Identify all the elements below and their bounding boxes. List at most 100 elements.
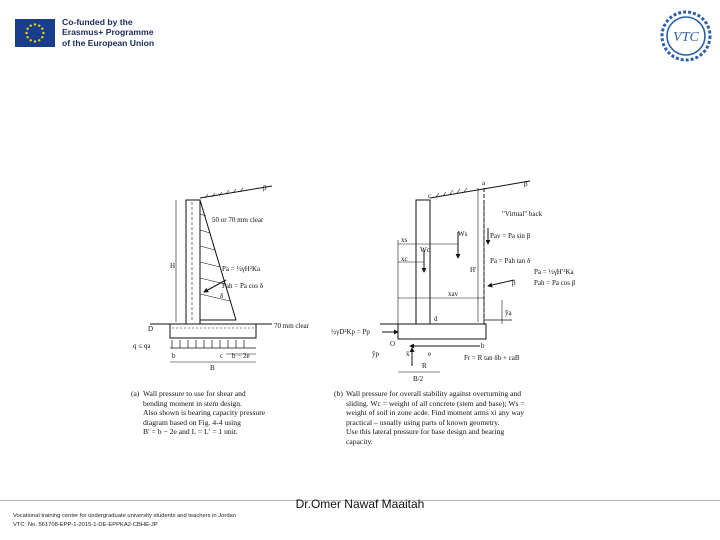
eu-star-icon — [38, 24, 41, 27]
eu-line-1: Co-funded by the — [62, 17, 133, 27]
beta-label-b: β — [524, 180, 528, 188]
delta-label-a: δ — [220, 292, 224, 300]
pressure-triangle-a — [199, 199, 237, 321]
footer-line-2: VTC: No. 561708-EPP-1-2015-1-DE-EPPKA2-C… — [13, 522, 158, 528]
ya-label: ȳa — [505, 309, 513, 317]
xc-label: xc — [401, 255, 408, 263]
eu-star-icon — [41, 36, 44, 39]
eu-stars — [25, 23, 45, 43]
bhalf-label: B/2 — [413, 375, 424, 383]
backfill-hatch-b — [435, 187, 468, 198]
figure-a — [150, 185, 273, 363]
pah-label-a: Pah = Pa cos δ — [222, 282, 264, 290]
eu-star-icon — [33, 23, 37, 26]
pa-label-a: Pa = ½γH²Ka — [222, 265, 261, 273]
eu-star-icon — [25, 31, 28, 35]
caption-b: (b)Wall pressure for overall stability a… — [334, 389, 566, 447]
vtc-inner-circle — [666, 16, 706, 56]
pav-label: Pav = Pa sin β — [490, 232, 531, 240]
base-slab-b — [397, 323, 487, 340]
e-label-b: e — [428, 350, 431, 358]
h-label-a: H — [170, 262, 175, 270]
yp-label: ȳp — [372, 350, 380, 358]
ws-label: Ws — [458, 230, 468, 238]
virtual-back-label: "Virtual" back — [502, 210, 543, 218]
b-label-b: b — [481, 342, 485, 350]
xs-label: xs — [401, 236, 408, 244]
eu-star-icon — [29, 24, 32, 27]
vtc-logo: VTC — [660, 10, 712, 62]
eu-star-icon — [33, 40, 37, 43]
d-label-a: D — [148, 325, 153, 333]
eu-star-icon — [38, 39, 41, 42]
figure-b — [380, 180, 531, 373]
eu-flag-icon — [15, 19, 55, 47]
caption-a-line-3: Also shown is bearing capacity pressure — [143, 408, 266, 418]
c-label-a: c — [220, 352, 223, 360]
caption-b-line-6: capacity. — [346, 436, 373, 446]
author-name: Dr.Omer Nawaf Maaitah — [295, 497, 425, 511]
pressure-hatch-a — [199, 213, 231, 302]
figure-a-labels: β 50 or 70 mm clear H Pa = ½γH²Ka Pah = … — [133, 184, 310, 372]
eu-star-icon — [29, 39, 32, 42]
footer-line-1: Vocational training center for undergrad… — [13, 513, 236, 519]
clear-70-label: 70 mm clear — [274, 322, 310, 330]
caption-a: (a)Wall pressure to use for shear and be… — [131, 389, 326, 437]
beta2-label-b: β — [512, 279, 516, 287]
r-label: R — [422, 362, 427, 370]
pa-arrow-b — [487, 279, 515, 288]
pp-label: ½γD²Kp = Pp — [331, 328, 370, 336]
bigb-label-a: B — [210, 364, 215, 372]
caption-b-line-1: Wall pressure for overall stability agai… — [346, 389, 522, 398]
c-label-b: c — [428, 192, 431, 200]
caption-a-line-2: bending moment in stem design. — [143, 398, 242, 408]
vtc-gear-ring — [660, 10, 712, 62]
backfill-hatch-a — [204, 187, 244, 199]
fr-label: Fr = R tan δb + caB — [464, 354, 520, 362]
eu-line-2: Erasmus+ Programme — [62, 27, 154, 38]
caption-a-line-1: Wall pressure to use for shear and — [143, 389, 246, 398]
wall-stem-a — [185, 199, 201, 325]
eu-flag-background — [15, 19, 55, 47]
figure-b-labels: a β c "Virtual" back xs xc Ws Wc Pav = P… — [331, 179, 576, 383]
pressure-triangle-b — [483, 200, 512, 321]
a-label-b: a — [482, 179, 486, 187]
eu-star-icon — [26, 27, 29, 30]
eu-star-icon — [26, 36, 29, 39]
eu-star-icon — [42, 31, 45, 35]
eu-cofunded-text: Co-funded by the Erasmus+ Programme of t… — [62, 17, 154, 48]
xbar-label: x̄ — [406, 350, 410, 358]
vtc-logo-text: VTC — [673, 30, 699, 45]
retaining-wall-figure: β 50 or 70 mm clear H Pa = ½γH²Ka Pah = … — [133, 179, 576, 383]
beta-label-a: β — [263, 184, 267, 192]
base-slab-a — [169, 323, 257, 339]
pah-cos-label: Pah = Pa cos β — [534, 279, 576, 287]
pah-tan-label: Pa = Pah tan δ — [490, 257, 531, 265]
caption-b-label: (b) — [334, 389, 343, 398]
caption-a-label: (a) — [131, 389, 140, 398]
pa-formula-label: Pa = ½γH′²Ka — [534, 268, 575, 276]
footer-text: Vocational training center for undergrad… — [13, 512, 236, 530]
caption-a-line-4: diagram based on Fig. 4-4 using — [143, 417, 241, 427]
b-label-a: b — [172, 352, 176, 360]
eu-star-icon — [41, 27, 44, 30]
caption-b-line-4: practical – usually using parts of known… — [346, 417, 500, 427]
xav-label: xav — [448, 290, 459, 298]
hprime-label: H′ — [470, 266, 477, 274]
o-label: O — [390, 340, 395, 348]
clear-50-70-label: 50 or 70 mm clear — [212, 216, 264, 224]
wc-label: Wc — [420, 246, 430, 254]
backfill-slope-a — [199, 185, 273, 199]
b2e-label-a: b − 2e — [232, 352, 250, 360]
caption-b-line-5: Use this lateral pressure for base desig… — [346, 427, 505, 437]
backfill-slope-b — [429, 180, 531, 199]
pa-arrow-a — [203, 279, 227, 293]
caption-a-line-5: B′ = b − 2e and L = L′ = 1 unit. — [143, 427, 238, 437]
eu-line-3: of the European Union — [62, 37, 155, 48]
caption-b-line-3: weight of soil in zone acde. Find moment… — [346, 408, 524, 418]
caption-b-line-2: sliding. Wc = weight of all concrete (st… — [346, 398, 525, 408]
d-label-b: d — [434, 315, 438, 323]
q-label-a: q ≤ qa — [133, 342, 151, 350]
footer-divider — [0, 500, 720, 501]
bearing-pressure-a — [171, 340, 245, 348]
